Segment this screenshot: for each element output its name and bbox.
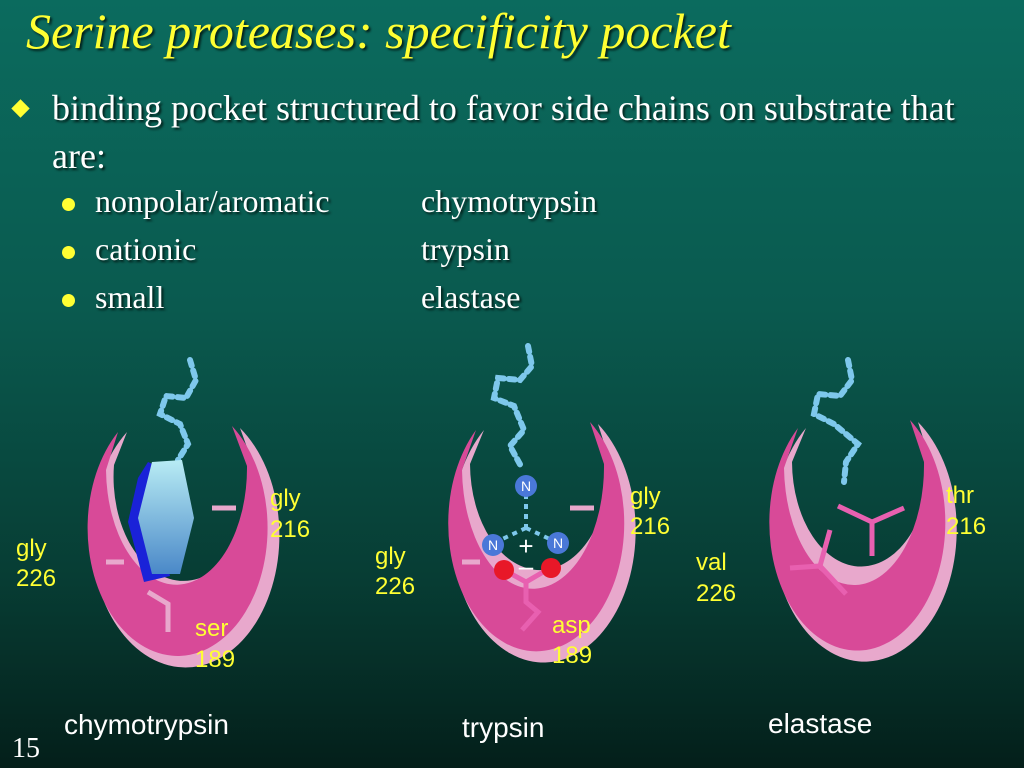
main-bullet-text: binding pocket structured to favor side … — [52, 88, 955, 176]
asp-189-side-chain — [520, 582, 542, 632]
list-item: nonpolar/aromatic chymotrypsin — [60, 181, 760, 229]
negative-charge: – — [519, 551, 534, 581]
enzyme-name: chymotrypsin — [421, 183, 597, 219]
residue-label: gly — [270, 485, 301, 512]
oxygen-atom-icon — [494, 560, 514, 580]
residue-label: thr — [946, 482, 974, 509]
atom-label: N — [488, 537, 498, 553]
substrate-chain — [156, 357, 200, 463]
nitrogen-atom-icon — [547, 532, 569, 554]
residue-number: 189 — [195, 646, 235, 673]
list-item: cationic trypsin — [60, 229, 760, 277]
residue-number: 226 — [696, 580, 736, 607]
enzyme-name: trypsin — [421, 231, 510, 267]
enzyme-name: elastase — [421, 279, 521, 315]
enzyme-caption: trypsin — [462, 712, 544, 743]
chymotrypsin-diagram: gly 216 gly 226 ser 189 chymotrypsin — [16, 357, 310, 740]
atom-label: N — [553, 535, 563, 551]
substrate-chain — [490, 343, 536, 471]
pocket — [769, 420, 946, 651]
elastase-diagram: thr 216 val 226 elastase — [696, 357, 986, 739]
pocket — [448, 422, 625, 652]
round-bullet-icon — [62, 294, 75, 307]
residue-label: asp — [552, 612, 591, 639]
enzyme-caption: elastase — [768, 708, 872, 739]
round-bullet-icon — [62, 198, 75, 211]
residue-number: 216 — [630, 513, 670, 540]
positive-charge: + — [518, 531, 533, 561]
residue-label: gly — [16, 535, 47, 562]
slide-title: Serine proteases: specificity pocket — [26, 3, 731, 59]
aromatic-ring-icon — [138, 460, 194, 574]
residue-label: gly — [375, 543, 406, 570]
residue-number: 226 — [375, 573, 415, 600]
nitrogen-atom-icon — [482, 534, 504, 556]
residue-number: 216 — [270, 516, 310, 543]
atom-label: N — [521, 478, 531, 494]
residue-label: ser — [195, 615, 228, 642]
ser-189-side-chain — [146, 589, 171, 632]
list-item: small elastase — [60, 277, 760, 325]
substrate-property: nonpolar/aromatic — [95, 183, 330, 219]
main-bullet: binding pocket structured to favor side … — [11, 84, 1004, 180]
residue-label: gly — [630, 483, 661, 510]
pocket — [87, 426, 268, 656]
residue-number: 226 — [16, 565, 56, 592]
substrate-property: small — [95, 279, 165, 315]
specificity-list: nonpolar/aromatic chymotrypsin cationic … — [60, 181, 760, 325]
trypsin-diagram: N N N + – gly 216 gly 226 asp 189 trypsi… — [375, 343, 670, 743]
residue-label: val — [696, 549, 727, 576]
val-226-side-chain — [817, 529, 833, 567]
oxygen-atom-icon — [541, 558, 561, 578]
thr-216-side-chain — [836, 503, 906, 525]
enzyme-caption: chymotrypsin — [64, 709, 229, 740]
substrate-property: cationic — [95, 231, 197, 267]
residue-number: 189 — [552, 642, 592, 669]
page-number: 15 — [12, 733, 40, 764]
residue-number: 216 — [946, 513, 986, 540]
substrate-chain — [810, 357, 862, 485]
round-bullet-icon — [62, 246, 75, 259]
nitrogen-atom-icon — [515, 475, 537, 497]
